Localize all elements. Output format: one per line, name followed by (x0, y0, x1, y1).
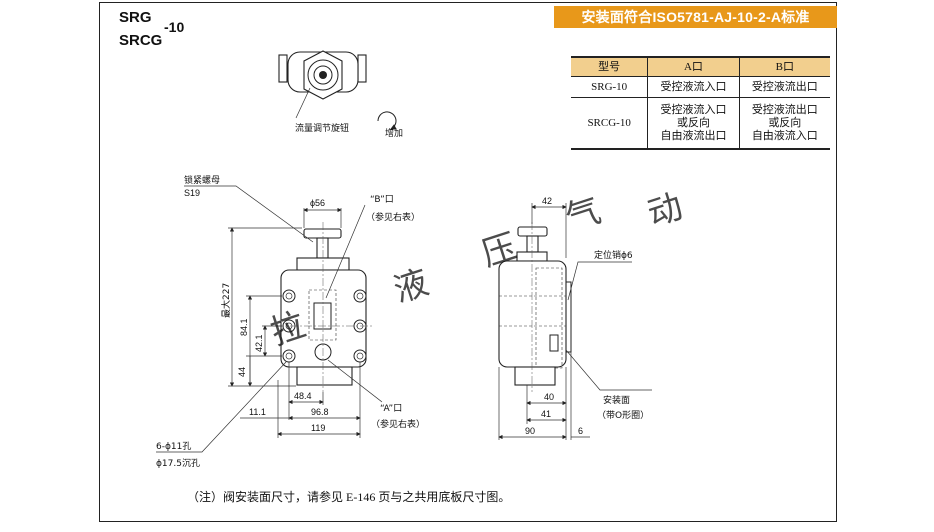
port-table-header-row: 型号 A口 B口 (571, 56, 830, 77)
port-b-outline (308, 289, 337, 341)
table-cell-port-a: 受控液流入口 (647, 76, 740, 98)
counterbore-label: ϕ17.5沉孔 (156, 458, 200, 469)
column-header-port-b: B口 (738, 56, 830, 77)
table-cell-line: 或反向 (768, 116, 802, 129)
table-cell-line: 受控液流出口 (751, 103, 818, 116)
top-view-port-stub-left (278, 54, 288, 83)
dim-42-1: 42.1 (254, 334, 264, 352)
increase-arrow-icon (377, 111, 397, 130)
dim-max-height: 最大227 (220, 283, 232, 318)
dim-96-8: 96.8 (311, 407, 329, 417)
model-name-srg: SRG (119, 9, 152, 26)
dim-phi56: ϕ56 (310, 198, 325, 208)
model-size-suffix: -10 (164, 19, 185, 35)
hole-counterbore (285, 352, 293, 360)
table-cell-line: 自由液流出口 (660, 129, 727, 142)
side-inner-outline (535, 267, 563, 369)
port-b-label: “B”口 (370, 195, 394, 205)
dim-90: 90 (525, 426, 535, 436)
drawing-frame (99, 2, 837, 522)
dim-119: 119 (311, 423, 325, 433)
table-cell-port-b: 受控液流出口 (738, 76, 830, 98)
port-b-window (313, 302, 332, 330)
dim-6: 6 (578, 426, 583, 436)
model-name-srcg: SRCG -10 (119, 19, 184, 49)
front-view: ϕ56 锁紧螺母 S19 “B”口 （参见右表） “A”口 （参见右表） 最大2… (156, 174, 425, 469)
table-cell-port-b: 受控液流出口 或反向 自由液流入口 (738, 97, 830, 150)
port-b-ref: （参见右表） (366, 211, 420, 223)
side-port-window (549, 334, 559, 352)
port-a-ref: （参见右表） (371, 418, 425, 430)
pin-leader (567, 261, 632, 301)
flow-knob-label: 流量调节旋钮 (295, 122, 349, 134)
locknut-leader (184, 185, 314, 243)
column-header-model: 型号 (571, 56, 648, 77)
table-row: SRG-10 受控液流入口 受控液流出口 (571, 76, 830, 98)
table-row: SRCG-10 受控液流入口 或反向 自由液流出口 受控液流出口 或反向 自由液… (571, 97, 830, 150)
dim-48-4: 48.4 (294, 391, 312, 401)
knob-leader-line (295, 87, 311, 119)
port-function-table: 型号 A口 B口 SRG-10 受控液流入口 受控液流出口 SRCG-10 受控… (571, 56, 830, 150)
port-a-label: “A”口 (380, 404, 402, 414)
table-cell-line: 自由液流入口 (751, 129, 818, 142)
locknut-size: S19 (184, 188, 200, 198)
flow-knob-inner (313, 65, 333, 85)
model-name-srcg-text: SRCG (119, 32, 163, 49)
hole-counterbore (285, 292, 293, 300)
locknut-label: 锁紧螺母 (184, 174, 220, 186)
dim-41: 41 (541, 409, 551, 419)
top-view: 流量调节旋钮 增加 (278, 50, 403, 139)
mounting-hole (353, 289, 367, 303)
oring-label: （带O形圈） (597, 409, 649, 421)
table-cell-port-a: 受控液流入口 或反向 自由液流出口 (647, 97, 740, 150)
port-b-leader (325, 204, 366, 299)
column-header-port-a: A口 (647, 56, 740, 77)
dim-42: 42 (542, 196, 552, 206)
hole-label: 6-ϕ11孔 (156, 441, 191, 452)
top-view-port-stub-right (357, 54, 367, 83)
side-lower-block (514, 366, 556, 386)
front-stem (316, 237, 329, 259)
mount-leader (565, 349, 652, 391)
locating-pin-label: 定位销ϕ6 (594, 249, 633, 261)
side-knob (517, 226, 548, 237)
port-a-leader (327, 359, 383, 403)
footnote: （注）阀安装面尺寸，请参见 E-146 页与之共用底板尺寸图。 (187, 490, 511, 504)
side-stem (526, 235, 539, 253)
watermark-char: 动 (643, 187, 687, 234)
front-lower-block (296, 366, 353, 386)
watermark-char: 气 (561, 191, 605, 238)
dim-84-1: 84.1 (239, 318, 249, 336)
table-cell-model: SRG-10 (571, 76, 648, 98)
dim-40: 40 (544, 392, 554, 402)
hole-counterbore (356, 352, 364, 360)
front-knob (303, 228, 342, 239)
table-cell-line: 受控液流入口 (660, 103, 727, 116)
table-cell-model: SRCG-10 (571, 97, 648, 150)
dim-11-1: 11.1 (249, 407, 266, 417)
mounting-face (565, 281, 572, 353)
watermark-char: 液 (389, 263, 433, 310)
dim-44: 44 (237, 367, 247, 377)
table-cell-line: 或反向 (676, 116, 710, 129)
mounting-face-label: 安装面 (603, 394, 630, 406)
standard-banner: 安装面符合ISO5781-AJ-10-2-A标准 (554, 6, 837, 28)
mounting-hole (282, 289, 296, 303)
flow-knob-center (319, 71, 327, 79)
flow-knob-outer (307, 59, 339, 91)
hole-counterbore (356, 292, 364, 300)
hole-leader (156, 361, 287, 453)
increase-label: 增加 (385, 127, 403, 139)
side-view: 42 定位销ϕ6 安装面 （带O形圈） 40 41 90 6 (498, 196, 652, 440)
